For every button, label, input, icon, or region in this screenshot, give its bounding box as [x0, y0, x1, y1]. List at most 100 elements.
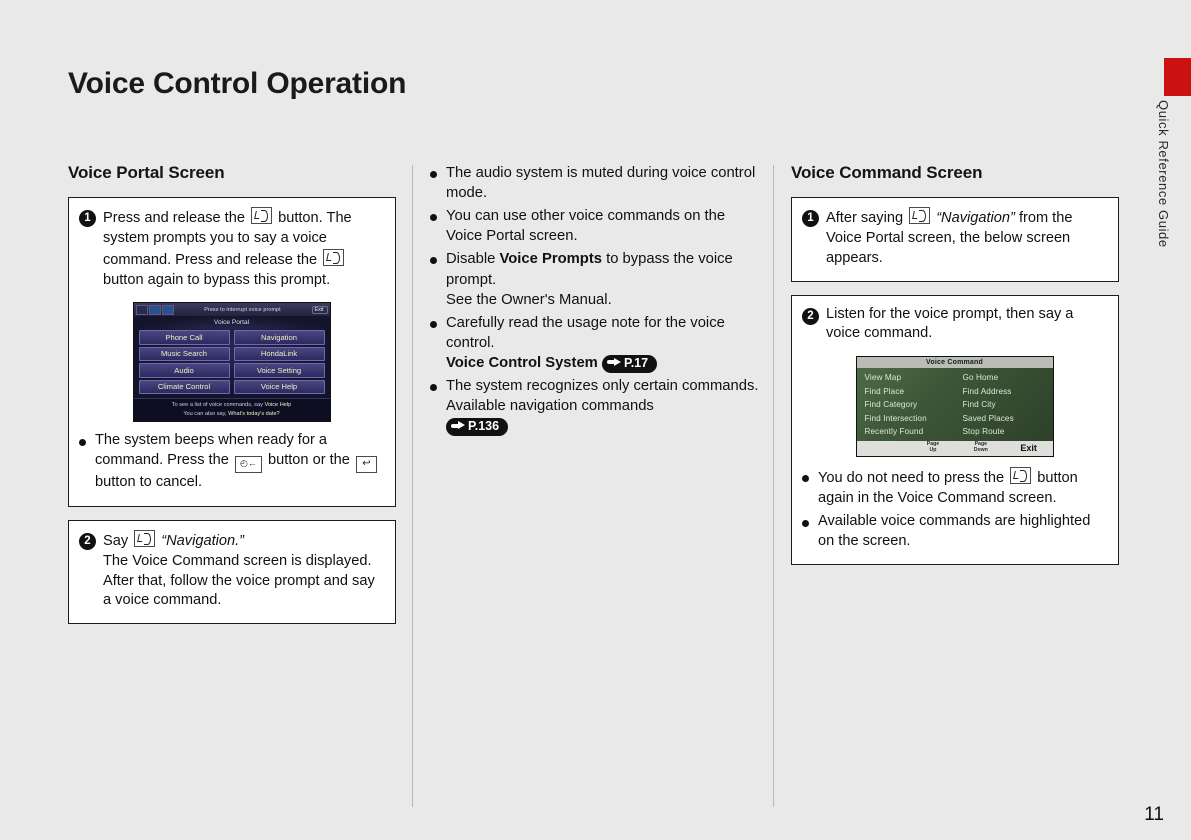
page-reference-number: P.17 — [623, 355, 649, 370]
vp-button-music-search[interactable]: Music Search — [138, 346, 230, 362]
bullet-dot-icon — [430, 320, 437, 328]
vc-step-2-text: Listen for the voice prompt, then say a … — [826, 305, 1074, 342]
voice-command-step2-box: 2 Listen for the voice prompt, then say … — [791, 294, 1119, 566]
column-1: Voice Portal Screen 1 Press and release … — [68, 163, 396, 637]
vc-command-view-map[interactable]: View Map — [864, 373, 902, 383]
vc-command-go-home[interactable]: Go Home — [962, 373, 999, 383]
vc-screen-title: Voice Command — [856, 357, 1053, 369]
voice-command-heading: Voice Command Screen — [791, 163, 983, 182]
note3-pre: Disable — [446, 251, 500, 268]
vp-button-voice-help[interactable]: Voice Help — [233, 379, 325, 395]
step1-line2: The system prompts you to say a voice co… — [103, 210, 352, 268]
section-tab-marker — [1164, 58, 1191, 96]
note-bullet-3-text: Disable Voice Prompts to bypass the voic… — [446, 249, 760, 309]
vc-command-find-intersection[interactable]: Find Intersection — [864, 413, 927, 423]
vc-bullet1-text-b: button again in the Voice Command screen… — [818, 470, 1078, 506]
vp-button-hondalink[interactable]: HondaLink — [233, 346, 325, 362]
voice-command-screen-image: Voice Command View Map Go Home Find Plac… — [855, 356, 1054, 458]
note-bullet-2-text: You can use other voice commands on the … — [446, 208, 726, 245]
page-reference-badge[interactable]: P.17 — [601, 354, 658, 373]
vp-footer-line1-highlight: Voice Help — [264, 402, 292, 409]
column-3: Voice Command Screen 1 After saying “Nav… — [791, 163, 1119, 578]
vc-exit-button[interactable]: Exit — [1020, 443, 1037, 454]
arrow-right-icon — [606, 357, 622, 367]
vc-command-find-address[interactable]: Find Address — [962, 386, 1012, 396]
step-1-text: Press and release the button. The system… — [103, 207, 384, 290]
note3-sub: See the Owner's Manual. — [446, 291, 612, 308]
note5-text: The system recognizes only certain comma… — [446, 378, 759, 395]
vp-button-phone-call[interactable]: Phone Call — [138, 330, 230, 345]
hangup-button-icon: ◴← — [234, 456, 262, 473]
vp-footer-hint: To see a list of voice commands, say Voi… — [133, 398, 330, 422]
page-reference-number: P.136 — [468, 419, 500, 434]
vc-page-up-line1: Page — [926, 441, 940, 448]
note3-bold: Voice Prompts — [499, 251, 602, 268]
step1-line1a: Press and release the — [103, 210, 245, 226]
note-bullet-1: The audio system is muted during voice c… — [430, 163, 760, 203]
column-divider-1 — [412, 165, 413, 807]
bullet1-text-c: button to cancel. — [95, 474, 203, 490]
vc-step1-line1b: from the Voice Portal screen, the below … — [826, 210, 1073, 266]
step-1: 1 Press and release the button. The syst… — [79, 207, 384, 290]
vc-row: View Map Go Home — [857, 371, 1053, 384]
vp-row: Phone Call Navigation — [138, 330, 325, 345]
vc-bullet-1: You do not need to press the button agai… — [802, 467, 1107, 509]
vp-row: Climate Control Voice Help — [138, 379, 325, 395]
vc-page-down-button[interactable]: Page Down — [957, 441, 1005, 454]
vc-page-down-line1: Page — [974, 441, 987, 448]
note3-post: to bypass the voice prompt. — [446, 251, 733, 288]
note-bullet-3: Disable Voice Prompts to bypass the voic… — [430, 249, 760, 309]
bullet-dot-icon — [430, 257, 437, 265]
vc-command-saved-places[interactable]: Saved Places — [962, 413, 1014, 423]
vp-exit-button[interactable]: Exit — [311, 305, 328, 314]
vc-step1-line1a: After saying — [826, 210, 904, 226]
column-2: The audio system is muted during voice c… — [430, 163, 760, 439]
vp-button-audio[interactable]: Audio — [138, 363, 230, 378]
vp-button-voice-setting[interactable]: Voice Setting — [233, 363, 325, 378]
vc-command-recently-found[interactable]: Recently Found — [864, 426, 924, 436]
vp-footer-line2-pre: You can also say, — [183, 410, 229, 417]
talk-button-icon — [134, 529, 156, 547]
step-2: 2 Say “Navigation.” The Voice Command sc… — [79, 529, 384, 611]
talk-button-icon — [1010, 467, 1032, 485]
bullet1-text-b: button or the — [267, 452, 350, 468]
vc-command-find-category[interactable]: Find Category — [864, 400, 918, 410]
vp-mic-status-icon — [135, 304, 148, 315]
column-divider-2 — [773, 165, 774, 807]
bullet-dot-icon — [802, 519, 809, 527]
vp-footer-line1-pre: To see a list of voice commands, say — [171, 402, 265, 409]
bullet-dot-icon — [430, 384, 437, 392]
vc-command-find-place[interactable]: Find Place — [864, 386, 905, 396]
page-reference-badge[interactable]: P.136 — [446, 418, 509, 437]
vp-screen-title: Voice Portal — [133, 316, 330, 330]
vp-row: Music Search HondaLink — [138, 346, 325, 362]
voice-portal-bullet-1: The system beeps when ready for a comman… — [79, 431, 384, 493]
voice-portal-step1-box: 1 Press and release the button. The syst… — [68, 197, 396, 507]
step1-line1b: button. — [278, 210, 323, 226]
bullet-dot-icon — [802, 475, 809, 483]
step-number-badge: 2 — [79, 532, 96, 550]
vc-bullet1-text-a: You do not need to press the — [818, 470, 1005, 487]
note4-ref-label: Voice Control System — [446, 354, 598, 371]
step-number-badge: 1 — [79, 210, 96, 227]
voice-portal-bullet-1-text: The system beeps when ready for a comman… — [95, 431, 384, 493]
vp-button-climate-control[interactable]: Climate Control — [138, 379, 230, 395]
vp-button-navigation[interactable]: Navigation — [233, 330, 325, 345]
vc-page-up-button[interactable]: Page Up — [909, 441, 957, 454]
vp-bluetooth-status-icon — [161, 304, 174, 315]
bullet-dot-icon — [430, 171, 437, 178]
vp-button-grid: Phone Call Navigation Music Search Honda… — [133, 329, 330, 399]
vc-command-stop-route[interactable]: Stop Route — [962, 426, 1005, 436]
step2-line1a: Say — [103, 532, 129, 549]
talk-button-icon — [909, 207, 931, 224]
vc-row: Recently Found Stop Route — [857, 425, 1053, 438]
vp-top-bar: Press to interrupt voice prompt Exit — [133, 303, 330, 317]
note-bullet-4-text: Carefully read the usage note for the vo… — [446, 313, 760, 373]
vc-command-find-city[interactable]: Find City — [962, 400, 996, 410]
note-bullet-4: Carefully read the usage note for the vo… — [430, 313, 760, 373]
vc-step-1-text: After saying “Navigation” from the Voice… — [826, 207, 1107, 269]
step2-line3: After that, follow the voice prompt and … — [103, 572, 375, 609]
vc-step1-quote: “Navigation” — [936, 210, 1015, 226]
step-2: 2 Listen for the voice prompt, then say … — [802, 305, 1107, 345]
